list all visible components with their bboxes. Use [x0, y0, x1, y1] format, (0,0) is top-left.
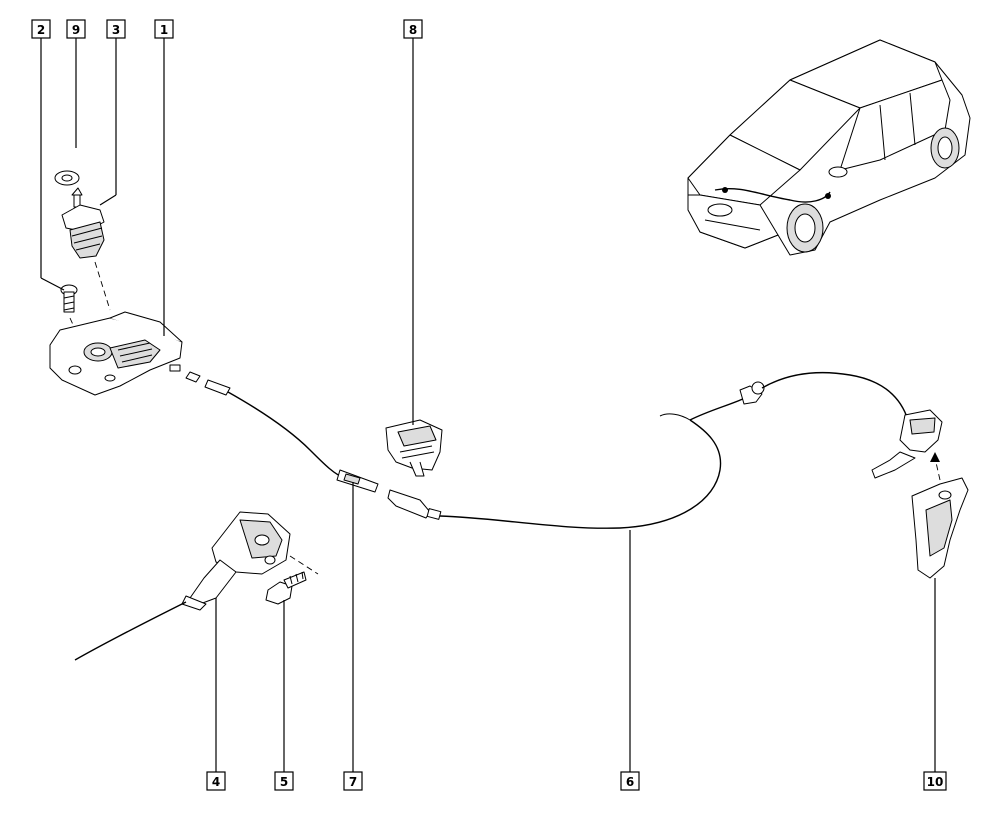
callout-label: 1 — [160, 23, 168, 37]
callout-label: 8 — [409, 23, 417, 37]
main-release-cable — [387, 371, 909, 529]
bonnet-buffer-part — [61, 187, 111, 311]
callout-3: 3 — [106, 19, 126, 39]
leader-lines — [40, 38, 936, 772]
callout-label: 6 — [626, 775, 634, 789]
callout-10: 10 — [923, 771, 947, 791]
callout-label: 10 — [927, 775, 944, 789]
bonnet-lock-part — [49, 311, 183, 396]
callout-2: 2 — [31, 19, 51, 39]
callout-5: 5 — [274, 771, 294, 791]
callout-label: 7 — [349, 775, 357, 789]
callout-4: 4 — [206, 771, 226, 791]
vehicle-location-illustration — [687, 39, 971, 256]
callout-label: 5 — [280, 775, 288, 789]
callout-label: 2 — [37, 23, 45, 37]
callout-9: 9 — [66, 19, 86, 39]
callout-1: 1 — [154, 19, 174, 39]
bolt-part — [265, 571, 307, 605]
washer-part — [54, 170, 80, 186]
callout-8: 8 — [403, 19, 423, 39]
cable-clip-part — [385, 419, 443, 477]
callout-label: 4 — [212, 775, 220, 789]
inner-release-cable — [185, 371, 379, 493]
callout-label: 9 — [72, 23, 80, 37]
callout-6: 6 — [620, 771, 640, 791]
release-handle-part — [871, 409, 969, 579]
secondary-latch-lever-part — [74, 511, 319, 661]
callout-label: 3 — [112, 23, 120, 37]
callout-7: 7 — [343, 771, 363, 791]
